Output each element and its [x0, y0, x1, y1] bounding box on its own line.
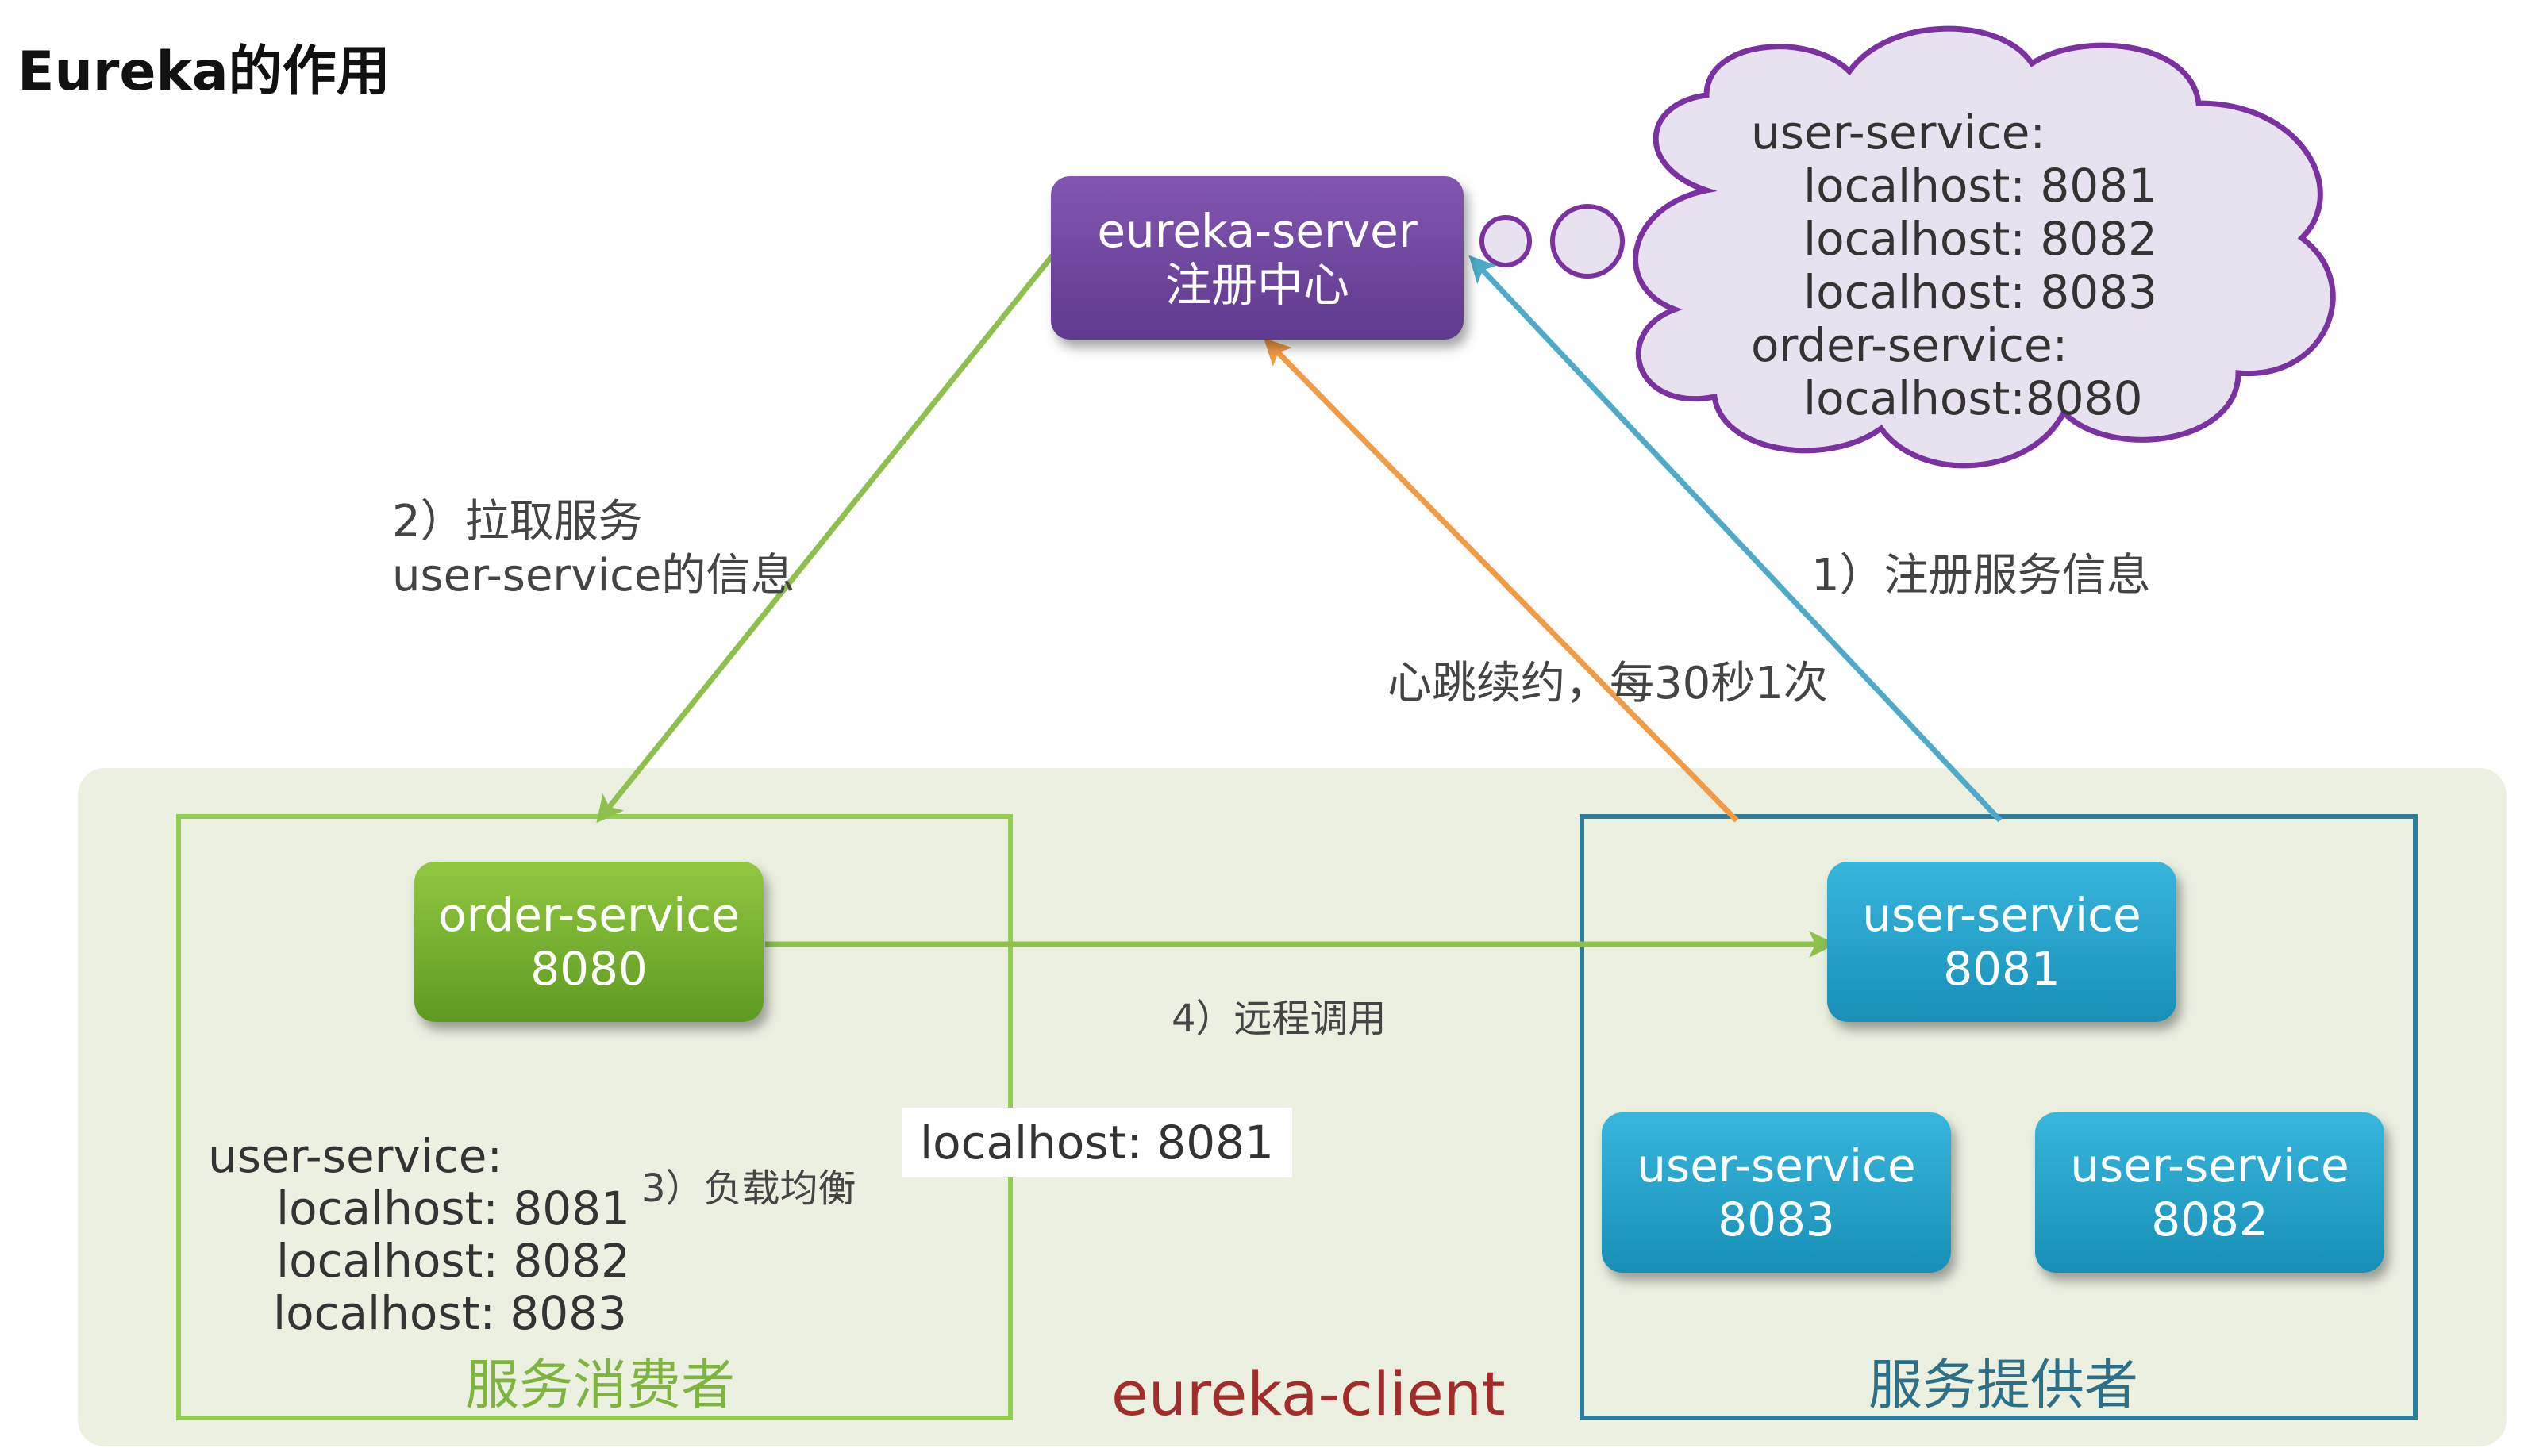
- user-service-port: 8081: [1943, 942, 2060, 996]
- arrow-pull-services: [596, 253, 1055, 824]
- cloud-line: localhost: 8081: [1803, 159, 2157, 213]
- eureka-client-label: eureka-client: [1111, 1358, 1506, 1429]
- order-service-port: 8080: [530, 942, 648, 996]
- arrow-heartbeat: [1264, 337, 1739, 823]
- consumer-list-line: localhost: 8082: [276, 1234, 630, 1288]
- user-service-port: 8082: [2151, 1193, 2268, 1247]
- arrow-register: [1468, 255, 2003, 823]
- user-service-name: user-service: [2070, 1139, 2349, 1193]
- user-service-8083-node: user-service 8083: [1602, 1112, 1951, 1273]
- server-subtitle: 注册中心: [1164, 258, 1349, 312]
- cloud-line: localhost: 8083: [1803, 265, 2157, 319]
- order-service-name: order-service: [438, 888, 740, 942]
- user-service-8082-node: user-service 8082: [2035, 1112, 2384, 1273]
- cloud-line: user-service:: [1751, 106, 2046, 159]
- step1-label: 1）注册服务信息: [1811, 550, 2151, 601]
- consumer-list-line: localhost: 8081: [276, 1181, 630, 1235]
- cloud-line: order-service:: [1751, 318, 2068, 372]
- cloud-line: localhost: 8082: [1803, 212, 2157, 266]
- consumer-label: 服务消费者: [465, 1354, 736, 1417]
- chosen-address-box: localhost: 8081: [902, 1108, 1292, 1177]
- user-service-8081-node: user-service 8081: [1827, 862, 2176, 1022]
- consumer-list-line: localhost: 8083: [273, 1286, 627, 1340]
- cloud-bubble-large: [1550, 204, 1625, 279]
- user-service-name: user-service: [1862, 888, 2141, 942]
- consumer-address-list: user-service: localhost: 8081 localhost:…: [208, 1130, 630, 1339]
- step2-label: 2）拉取服务 user-service的信息: [392, 495, 795, 603]
- heartbeat-label: 心跳续约，每30秒1次: [1387, 658, 1828, 709]
- cloud-bubble-medium: [1479, 215, 1532, 267]
- step2-line2: user-service的信息: [392, 550, 795, 601]
- page-title: Eureka的作用: [17, 40, 391, 103]
- step3-label: 3）负载均衡: [641, 1166, 856, 1211]
- registry-cloud: [1633, 25, 2336, 469]
- step2-line1: 2）拉取服务: [392, 496, 643, 547]
- consumer-list-line: user-service:: [208, 1129, 503, 1183]
- eureka-server-node: eureka-server 注册中心: [1051, 176, 1464, 340]
- user-service-port: 8083: [1718, 1193, 1835, 1247]
- step4-label: 4）远程调用: [1172, 997, 1387, 1041]
- order-service-node: order-service 8080: [414, 862, 764, 1022]
- provider-label: 服务提供者: [1868, 1354, 2139, 1417]
- cloud-registry-text: user-service: localhost: 8081 localhost:…: [1751, 106, 2157, 425]
- server-name: eureka-server: [1097, 204, 1418, 258]
- user-service-name: user-service: [1637, 1139, 1916, 1193]
- cloud-line: localhost:8080: [1803, 371, 2143, 425]
